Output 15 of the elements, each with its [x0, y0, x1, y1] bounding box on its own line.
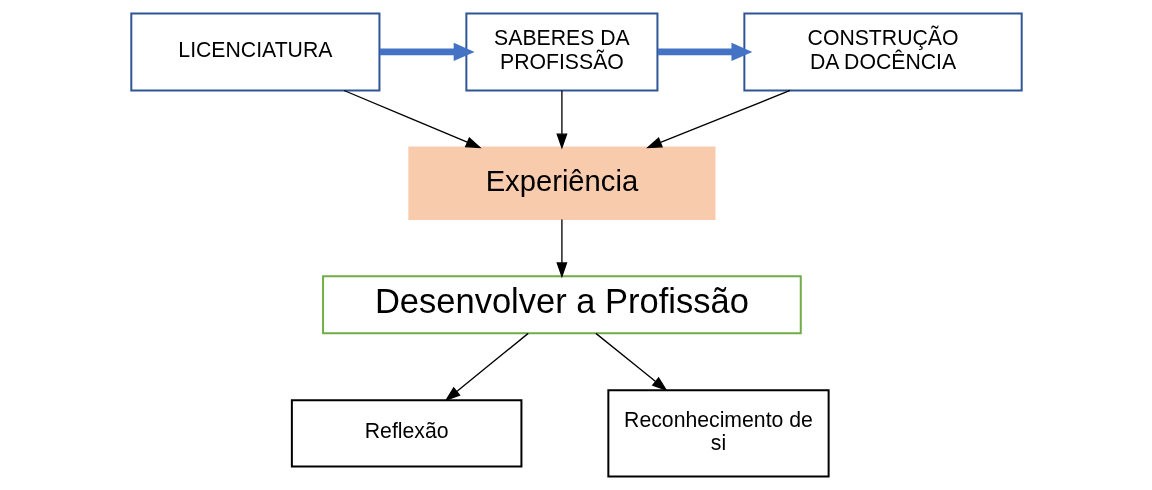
node-box: LICENCIATURA: [129, 12, 380, 92]
node-box: SABERES DA PROFISSÃO: [464, 12, 658, 92]
arrow: [342, 89, 482, 149]
node-box: Experiência: [407, 146, 715, 221]
arrow: [657, 42, 752, 62]
node-box: Reflexão: [290, 399, 522, 468]
arrow: [555, 218, 567, 279]
node-box: CONSTRUÇÃO DA DOCÊNCIA: [742, 12, 1023, 92]
arrow: [379, 42, 475, 62]
node-box: Desenvolver a Profissão: [321, 275, 802, 335]
arrow: [594, 332, 668, 392]
arrow: [444, 332, 529, 402]
node-box: Reconhecimento de si: [606, 389, 830, 478]
arrow: [645, 89, 791, 149]
arrow: [555, 89, 567, 150]
